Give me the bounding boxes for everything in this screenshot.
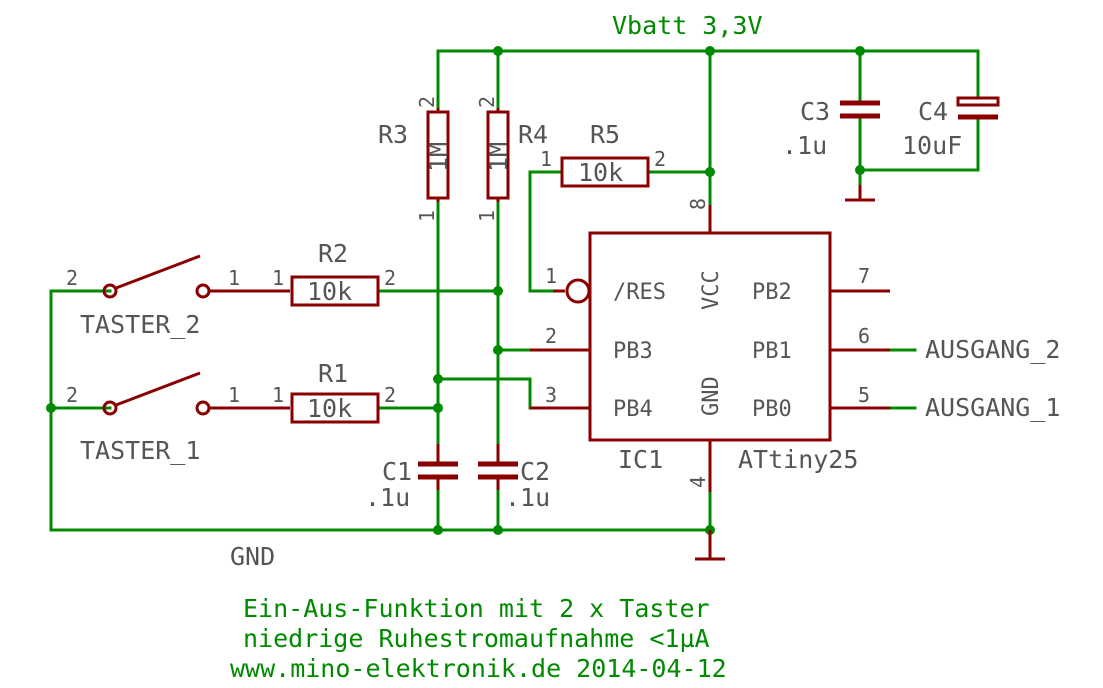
resistor-r3 [426, 108, 450, 202]
c4-value: 10uF [902, 131, 962, 160]
r5-pin-b: 2 [654, 147, 666, 171]
r3-pin-bottom: 1 [415, 210, 439, 222]
ic-pin-2-number: 2 [545, 324, 557, 348]
wire-c4-bottom [858, 116, 980, 172]
net-label-vbatt: Vbatt 3,3V [612, 11, 763, 40]
r1-value: 10k [307, 394, 352, 423]
ic1-name: IC1 [618, 445, 663, 474]
c3-name: C3 [800, 97, 830, 126]
ic-pin-pb2-label: PB2 [752, 280, 792, 305]
resistor-r1 [264, 392, 380, 424]
wire-pb4 [436, 377, 592, 410]
resistor-r5 [560, 156, 650, 188]
capacitor-c2 [478, 444, 518, 490]
net-label-gnd: GND [230, 542, 275, 571]
c2-name: C2 [520, 457, 550, 486]
junctions [46, 46, 865, 535]
capacitor-c1 [418, 444, 458, 490]
ic-pin-8-number: 8 [686, 198, 710, 210]
c1-name: C1 [382, 457, 412, 486]
taster-2-name: TASTER_2 [80, 310, 200, 339]
junction-dot [46, 403, 56, 413]
taster-2-pin-a: 2 [66, 266, 78, 290]
junction-dot [433, 403, 443, 413]
gnd-symbol-ic [695, 530, 725, 561]
taster-1-name: TASTER_1 [80, 436, 200, 465]
capacitor-c4 [956, 96, 1000, 120]
ic-pin-gnd-label: GND [699, 376, 724, 416]
ic-pin-7-number: 7 [858, 264, 870, 288]
r5-name: R5 [590, 120, 620, 149]
gnd-symbol-c3 [845, 185, 875, 202]
junction-dot [855, 165, 865, 175]
caption-line-2: niedrige Ruhestromaufnahme <1µA [243, 624, 710, 653]
ic-pin-1-number: 1 [545, 264, 557, 288]
c3-value: .1u [782, 131, 827, 160]
junction-dot [493, 345, 503, 355]
c4-name: C4 [918, 97, 948, 126]
r3-pin-top: 2 [415, 96, 439, 108]
r2-value: 10k [307, 277, 352, 306]
r4-value: 1M [484, 142, 513, 172]
junction-dot [855, 46, 865, 56]
ic-pin-pb1-label: PB1 [752, 339, 792, 364]
r1-pin-a: 1 [272, 383, 284, 407]
junction-dot [705, 46, 715, 56]
r1-name: R1 [318, 359, 348, 388]
junction-dot [493, 46, 503, 56]
r1-pin-b: 2 [384, 383, 396, 407]
r4-pin-top: 2 [475, 96, 499, 108]
junction-dot [493, 525, 503, 535]
junction-dot [433, 525, 443, 535]
r2-name: R2 [318, 239, 348, 268]
ic-pin-6-number: 6 [858, 324, 870, 348]
c1-value: .1u [365, 483, 410, 512]
ic-pin-pb3-label: PB3 [613, 339, 653, 364]
ic-pin-3-number: 3 [545, 383, 557, 407]
junction-dot [433, 374, 443, 384]
junction-dot [493, 286, 503, 296]
ic-pin-1-inversion [565, 278, 591, 304]
r2-pin-a: 1 [272, 266, 284, 290]
net-label-ausgang-1: AUSGANG_1 [925, 393, 1060, 422]
caption-line-1: Ein-Aus-Funktion mit 2 x Taster [243, 594, 710, 623]
net-label-ausgang-2: AUSGANG_2 [925, 335, 1060, 364]
r4-pin-bottom: 1 [475, 210, 499, 222]
resistor-r4 [486, 108, 510, 202]
taster-1-pin-b: 1 [228, 383, 240, 407]
resistor-r2 [264, 275, 380, 307]
r4-name: R4 [518, 120, 548, 149]
taster-1-pin-a: 2 [66, 383, 78, 407]
ic1-value: ATtiny25 [738, 445, 858, 474]
ic-pin-pb0-label: PB0 [752, 397, 792, 422]
wire-r5-res [528, 170, 562, 293]
ic-pin-4-number: 4 [686, 476, 710, 488]
ic-pin-pb4-label: PB4 [613, 397, 653, 422]
r2-pin-b: 2 [384, 266, 396, 290]
ic-pin-vcc-label: VCC [699, 270, 724, 310]
junction-dot [705, 167, 715, 177]
r3-value: 1M [424, 142, 453, 172]
c2-value: .1u [505, 483, 550, 512]
taster-2-pin-b: 1 [228, 266, 240, 290]
ic1-attiny25 [530, 205, 890, 492]
r5-value: 10k [578, 158, 623, 187]
capacitor-c3 [840, 100, 880, 119]
ic-pin-5-number: 5 [858, 383, 870, 407]
switch-taster-2 [102, 254, 264, 299]
switch-taster-1 [102, 371, 264, 416]
r3-name: R3 [378, 120, 408, 149]
ic-pin-res-label: /RES [613, 280, 666, 305]
caption-line-3: www.mino-elektronik.de 2014-04-12 [230, 654, 727, 683]
r5-pin-a: 1 [540, 147, 552, 171]
